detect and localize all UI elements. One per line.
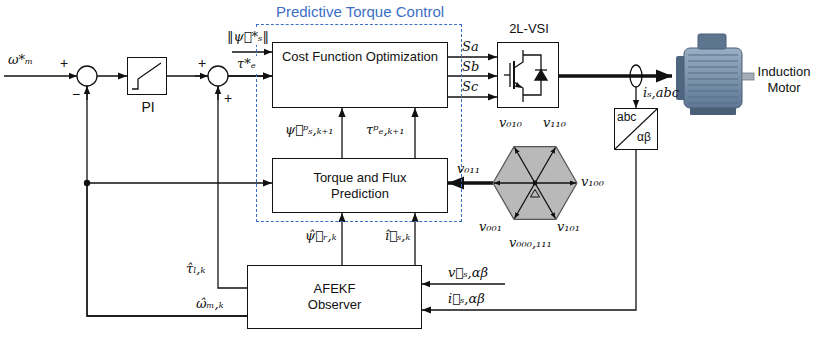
signal-label: τ̂ₗ,ₖ [186, 261, 205, 277]
signal-connector [414, 213, 415, 265]
summing-junction [77, 66, 97, 86]
pi-symbol [132, 63, 161, 89]
node-text: v₀₀₁ [479, 219, 502, 235]
pi-controller: PI [127, 57, 167, 95]
signal-connector [341, 213, 342, 265]
signal-label: v⃗ₛ,αβ [448, 265, 488, 281]
node-text: Cost Function Optimization [282, 49, 438, 65]
signal-label: Sa [462, 39, 479, 55]
signal-label: i⃗ₛ,αβ [448, 291, 485, 307]
inverter-box: 2L-VSI [497, 42, 559, 108]
signal-connector [414, 108, 415, 158]
transform-diagonal [615, 109, 657, 149]
node-text: Predictive Torque Control [257, 3, 463, 21]
signal-connector [87, 183, 272, 316]
motor-drawing [676, 34, 754, 115]
summing-junction [208, 66, 228, 86]
signal-label: τ*ₑ [236, 56, 257, 72]
zero-vector-dot [533, 181, 538, 186]
signal-label: Sc [462, 79, 478, 95]
vector-arrows [494, 148, 576, 219]
signal-connector [448, 56, 497, 57]
zero-vector-mark [531, 190, 540, 198]
igbt-symbol [504, 50, 547, 102]
sign-label: + [224, 90, 232, 107]
signal-connector [448, 75, 497, 76]
power-connector [448, 181, 493, 185]
sign-label: + [60, 55, 68, 72]
node-text: 2L-VSI [486, 21, 572, 37]
signal-connector [218, 76, 272, 288]
node-text: AFEKF Observer [298, 281, 371, 312]
observer-box: AFEKF Observer [247, 265, 422, 329]
feedback-head [86, 86, 87, 100]
hexagon-shape [493, 147, 577, 220]
sign-label: + [198, 55, 206, 72]
motor-figure: Induction Motor [672, 18, 812, 134]
signal-label: ω̂ₘ,ₖ [196, 296, 223, 312]
signal-label: ψ⃗ᵖₛ,ₖ₊₁ [285, 122, 334, 138]
node-text: v₁₀₁ [557, 219, 580, 235]
voltage-hexagon: v₀₁₀v₁₁₀v₀₁₁v₁₀₀v₀₀₁v₀₀₀,₁₁₁v₁₀₁ [493, 141, 577, 225]
signal-label: iₛ,abc [643, 85, 679, 101]
sensor-wire [635, 87, 636, 108]
sign-label: − [72, 86, 80, 103]
signal-label: ω*ₘ [8, 52, 33, 68]
node-text: PI [128, 99, 168, 116]
signal-label: î⃗ₛ,ₖ [385, 228, 410, 244]
prediction-box: Torque and Flux Prediction [272, 158, 448, 213]
junction-head [217, 86, 218, 100]
node-text: Torque and Flux Prediction [303, 170, 417, 201]
cost-function-box: Cost Function Optimization [272, 42, 448, 108]
node-text: abc [617, 110, 636, 124]
transform-box: abcαβ [614, 108, 658, 150]
signal-connector [341, 108, 342, 158]
igbt-arrow [515, 82, 522, 88]
signal-label: Sb [462, 59, 479, 75]
input-wire [4, 75, 77, 76]
branch-dot [84, 180, 90, 186]
signal-connector [448, 96, 497, 97]
voltage-wire [422, 283, 505, 284]
input-wire [232, 51, 272, 52]
node-text: v₀₁₀ [499, 115, 522, 131]
current-sensor [630, 65, 642, 87]
node-text: v₁₁₀ [543, 115, 566, 131]
signal-label: ‖ψ⃗*ₛ‖ [226, 29, 270, 45]
power-connector [559, 74, 672, 78]
signal-label: ψ̂⃗ᵣ,ₖ [305, 228, 336, 244]
node-text: v₀₀₀,₁₁₁ [509, 235, 552, 251]
node-text: Induction Motor [756, 64, 812, 95]
junction-head [195, 75, 208, 76]
node-text: αβ [637, 130, 651, 144]
node-text: v₁₀₀ [581, 174, 604, 190]
node-text: v₀₁₁ [457, 161, 480, 177]
signal-connector [87, 76, 247, 316]
signal-label: τᵖₑ,ₖ₊₁ [366, 122, 404, 138]
